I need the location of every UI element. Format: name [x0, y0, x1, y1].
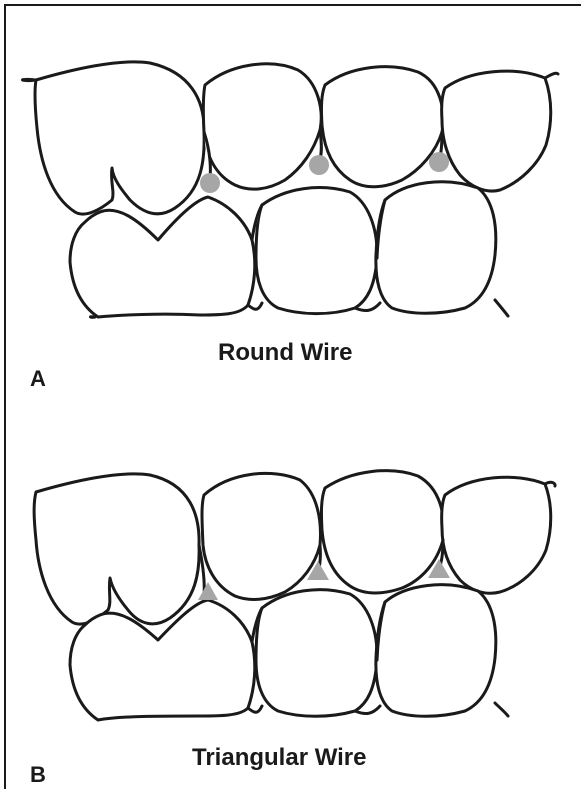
panel-b-lower-tooth-2: [256, 590, 377, 717]
panel-a-caption: Round Wire: [218, 339, 352, 367]
panel-b-caption: Triangular Wire: [192, 744, 367, 772]
panel-b-triangular-wire-1: [198, 582, 218, 600]
panel-a-teeth: [22, 62, 558, 317]
panel-a-lower-tooth-2: [256, 188, 377, 314]
panel-a-upper-tooth-3: [321, 67, 443, 187]
panel-a-upper-tooth-4: [442, 71, 551, 191]
panel-a-round-wire-3: [429, 152, 449, 172]
panel-b-lower-tooth-3: [376, 585, 496, 717]
panel-b-upper-tooth-2: [202, 473, 320, 599]
panel-a-round-wire-1: [200, 173, 220, 193]
panel-b-gingival-line-bottom: [495, 703, 508, 716]
panel-b-teeth: [34, 471, 555, 720]
panel-a-round-wire-2: [309, 155, 329, 175]
panel-a-lower-tooth-3: [376, 182, 496, 313]
panel-b-upper-tooth-4: [442, 477, 551, 593]
panel-a-upper-tooth-2: [203, 64, 321, 189]
panel-a-upper-molar: [35, 62, 204, 214]
panel-b-letter: B: [30, 762, 46, 788]
panel-b-upper-molar: [34, 474, 199, 624]
panel-a-letter: A: [30, 366, 46, 392]
panel-a-lower-molar: [70, 197, 255, 317]
panel-b-upper-tooth-3: [321, 471, 443, 593]
